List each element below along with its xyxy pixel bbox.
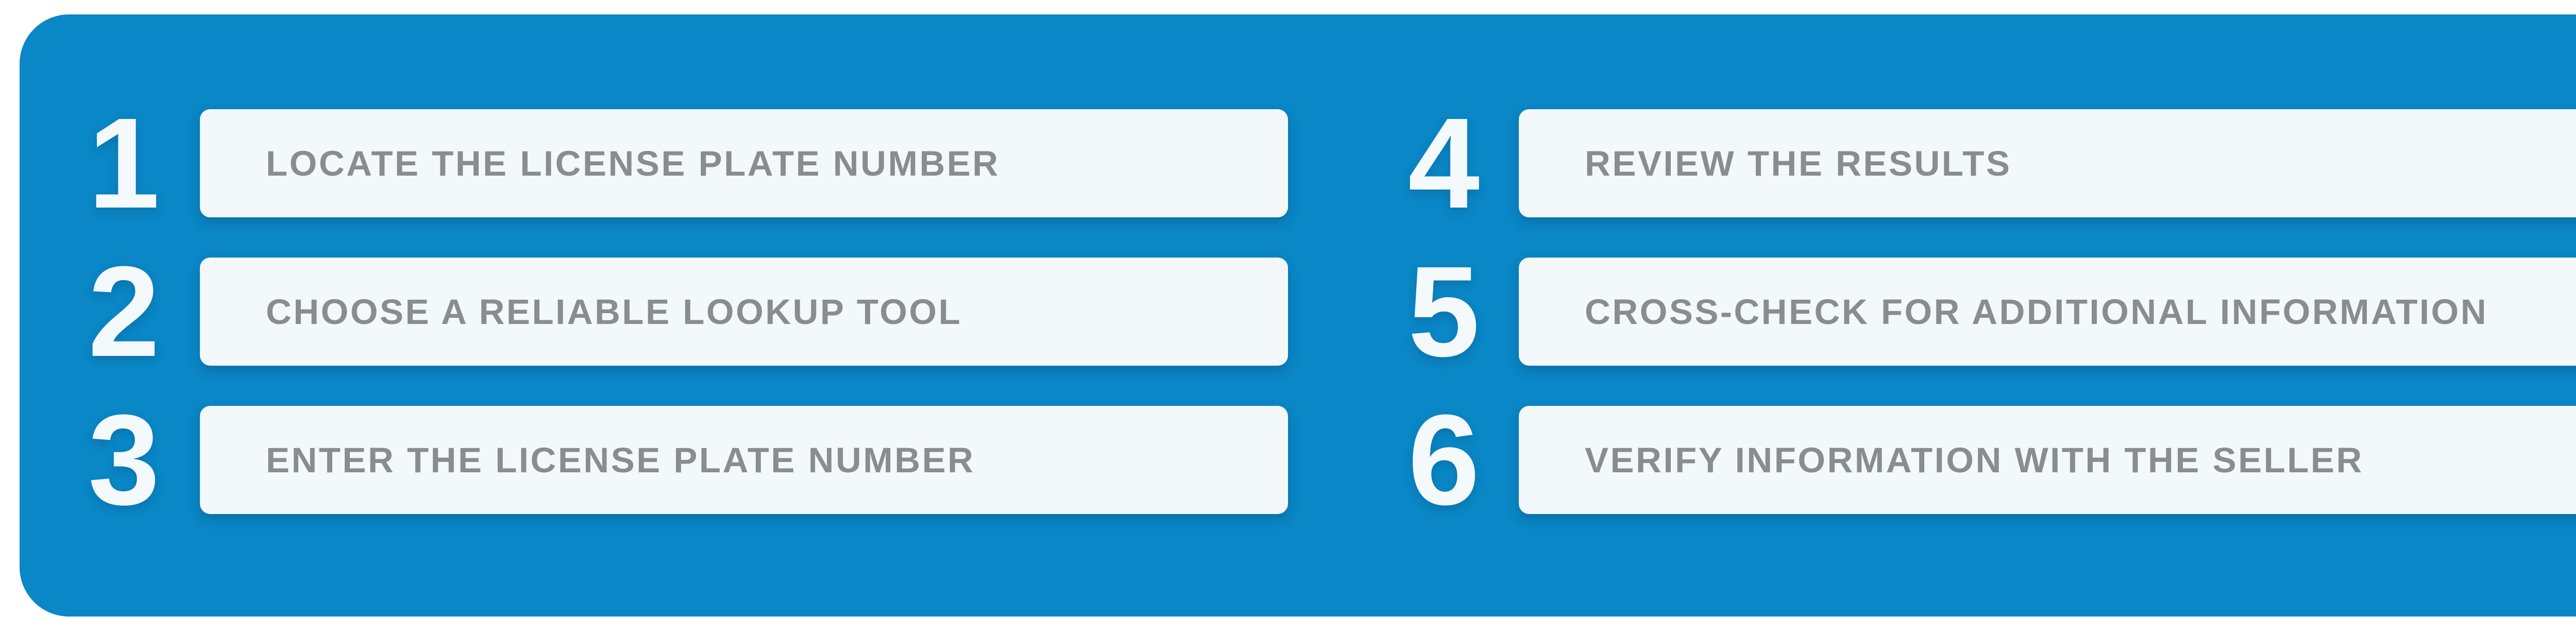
step-label-bar-4: REVIEW THE RESULTS [1519,109,2576,217]
step-label-4: REVIEW THE RESULTS [1585,143,2012,183]
step-number-5: 5 [1408,239,1480,383]
step-label-bar-6: VERIFY INFORMATION WITH THE SELLER [1519,406,2576,514]
step-label-bar-1: LOCATE THE LICENSE PLATE NUMBER [200,109,1288,217]
step-number-2: 2 [88,239,160,383]
step-label-bar-2: CHOOSE A RELIABLE LOOKUP TOOL [200,258,1288,366]
step-label-5: CROSS-CHECK FOR ADDITIONAL INFORMATION [1585,292,2488,332]
step-number-6: 6 [1408,388,1480,532]
step-number-4: 4 [1408,91,1480,235]
step-number-3: 3 [88,388,160,532]
steps-panel: 1 LOCATE THE LICENSE PLATE NUMBER 2 CHOO… [20,14,2576,617]
step-label-bar-5: CROSS-CHECK FOR ADDITIONAL INFORMATION [1519,258,2576,366]
step-label-2: CHOOSE A RELIABLE LOOKUP TOOL [266,292,962,332]
step-label-6: VERIFY INFORMATION WITH THE SELLER [1585,440,2364,480]
step-number-1: 1 [88,91,160,235]
step-label-bar-3: ENTER THE LICENSE PLATE NUMBER [200,406,1288,514]
step-label-3: ENTER THE LICENSE PLATE NUMBER [266,440,975,480]
step-label-1: LOCATE THE LICENSE PLATE NUMBER [266,143,1000,183]
